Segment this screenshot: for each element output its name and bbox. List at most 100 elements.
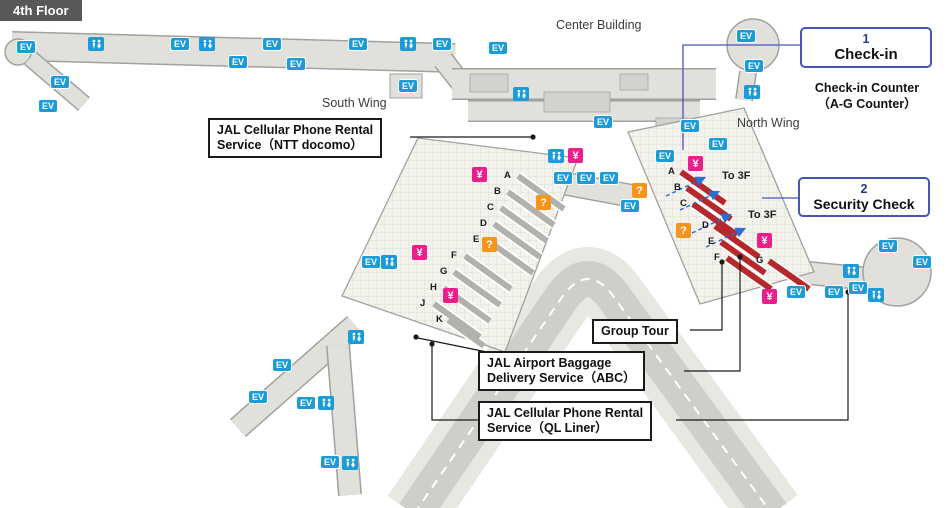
restroom-icon: [843, 264, 859, 278]
elevator-icon: EV: [488, 41, 508, 55]
elevator-icon: EV: [50, 75, 70, 89]
elevator-icon: EV: [655, 149, 675, 163]
label-ntt-line1: JAL Cellular Phone Rental: [217, 123, 374, 137]
elevator-icon: EV: [599, 171, 619, 185]
counter-letter-north: G: [756, 255, 764, 266]
label-group-tour-text: Group Tour: [601, 324, 669, 338]
area-label-center-building: Center Building: [556, 18, 642, 32]
elevator-icon: EV: [912, 255, 932, 269]
elevator-icon: EV: [170, 37, 190, 51]
elevator-icon: EV: [320, 455, 340, 469]
callout-lines: [682, 44, 800, 199]
counter-letter-north: C: [680, 198, 687, 209]
elevator-icon: EV: [286, 57, 306, 71]
callout-checkin: 1 Check-in: [800, 27, 932, 68]
callout-security-check: 2 Security Check: [798, 177, 930, 217]
elevator-icon: EV: [620, 199, 640, 213]
label-jal-phone-rental-ql-liner: JAL Cellular Phone Rental Service（QL Lin…: [478, 401, 653, 441]
label-ntt-line2: Service（NTT docomo）: [217, 138, 363, 152]
callout-checkin-title: Check-in: [834, 46, 898, 63]
counter-letter-south: J: [420, 298, 426, 309]
counter-letter-south: E: [473, 234, 480, 245]
area-label-south-wing: South Wing: [322, 96, 387, 110]
elevator-icon: EV: [432, 37, 452, 51]
information-icon: ?: [632, 183, 647, 198]
restroom-icon: [318, 396, 334, 410]
restroom-icon: [400, 37, 416, 51]
currency-exchange-icon: ¥: [568, 148, 583, 163]
counter-letter-south: K: [436, 314, 443, 325]
terminal-buildings: [4, 18, 932, 496]
restroom-icon: [342, 456, 358, 470]
information-icon: ?: [676, 223, 691, 238]
elevator-icon: EV: [248, 390, 268, 404]
counter-letter-south: C: [487, 202, 494, 213]
elevator-icon: EV: [38, 99, 58, 113]
roadway: [387, 247, 798, 508]
elevator-icon: EV: [348, 37, 368, 51]
checkin-counter-caption-line2: （A-G Counter）: [817, 97, 917, 112]
elevator-icon: EV: [708, 137, 728, 151]
callout-security-number: 2: [860, 182, 868, 196]
elevator-icon: EV: [848, 281, 868, 295]
floor-label: 4th Floor: [0, 0, 82, 21]
counter-letter-south: F: [451, 250, 457, 261]
callout-checkin-number: 1: [862, 32, 870, 46]
area-label-north-wing: North Wing: [737, 116, 800, 130]
elevator-icon: EV: [680, 119, 700, 133]
elevator-icon: EV: [576, 171, 596, 185]
elevator-icon: EV: [16, 40, 36, 54]
counter-letter-north: D: [702, 220, 709, 231]
label-ql-line2: Service（QL Liner）: [487, 421, 608, 435]
restroom-icon: [513, 87, 529, 101]
currency-exchange-icon: ¥: [757, 233, 772, 248]
restroom-icon: [88, 37, 104, 51]
checkin-counter-caption-line1: Check-in Counter: [814, 81, 920, 95]
label-jal-baggage-delivery-abc: JAL Airport Baggage Delivery Service（ABC…: [478, 351, 645, 391]
label-group-tour: Group Tour: [592, 319, 678, 344]
elevator-icon: EV: [553, 171, 573, 185]
leader-lines: [410, 134, 851, 421]
currency-exchange-icon: ¥: [762, 289, 777, 304]
elevator-icon: EV: [272, 358, 292, 372]
label-abc-line2: Delivery Service（ABC）: [487, 371, 636, 385]
label-jal-phone-rental-ntt-docomo: JAL Cellular Phone Rental Service（NTT do…: [208, 118, 383, 158]
elevator-icon: EV: [296, 396, 316, 410]
callout-security-title: Security Check: [813, 196, 915, 212]
restroom-icon: [348, 330, 364, 344]
restroom-icon: [868, 288, 884, 302]
currency-exchange-icon: ¥: [472, 167, 487, 182]
currency-exchange-icon: ¥: [443, 288, 458, 303]
information-icon: ?: [536, 195, 551, 210]
counter-letter-north: F: [714, 252, 720, 263]
elevator-icon: EV: [744, 59, 764, 73]
counter-letter-south: A: [504, 170, 511, 181]
counter-letter-north: E: [708, 236, 715, 247]
counter-letter-south: D: [480, 218, 487, 229]
elevator-icon: EV: [593, 115, 613, 129]
elevator-icon: EV: [878, 239, 898, 253]
counter-letter-south: G: [440, 266, 448, 277]
currency-exchange-icon: ¥: [688, 156, 703, 171]
counter-letter-south: B: [494, 186, 501, 197]
counter-letter-north: B: [674, 182, 681, 193]
restroom-icon: [381, 255, 397, 269]
elevator-icon: EV: [398, 79, 418, 93]
information-icon: ?: [482, 237, 497, 252]
elevator-icon: EV: [228, 55, 248, 69]
to-3f-arrows: [665, 176, 747, 248]
label-abc-line1: JAL Airport Baggage: [487, 356, 612, 370]
counter-letter-north: A: [668, 166, 675, 177]
elevator-icon: EV: [361, 255, 381, 269]
elevator-icon: EV: [824, 285, 844, 299]
currency-exchange-icon: ¥: [412, 245, 427, 260]
counter-letter-south: H: [430, 282, 437, 293]
to-3f-label-lower: To 3F: [748, 209, 777, 221]
restroom-icon: [548, 149, 564, 163]
label-ql-line1: JAL Cellular Phone Rental: [487, 406, 644, 420]
checkin-counter-caption: Check-in Counter （A-G Counter）: [793, 80, 941, 113]
elevator-icon: EV: [262, 37, 282, 51]
restroom-icon: [744, 85, 760, 99]
